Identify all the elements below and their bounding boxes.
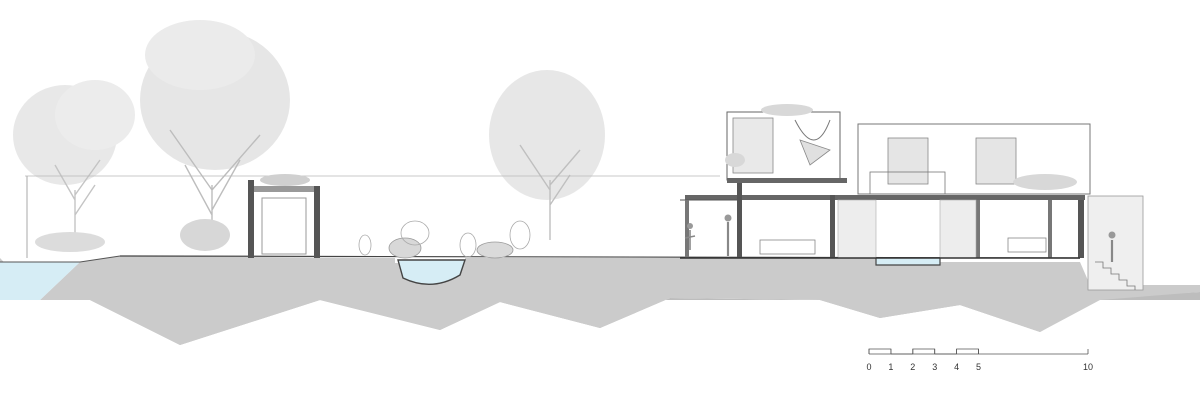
tree-left-2: [140, 20, 290, 250]
ground-fill: [0, 256, 1200, 345]
tree-group-left: [13, 20, 290, 252]
scale-bar-label: 5: [976, 362, 981, 372]
scale-bar-segment: [912, 348, 936, 354]
house-section: [680, 104, 1144, 291]
scale-bar-label: 3: [932, 362, 937, 372]
scale-bar: 0 1 2 3 4 5 10: [866, 348, 1093, 372]
scale-bar-label: 4: [954, 362, 959, 372]
garden-plants: [358, 220, 531, 259]
tree-left-1: [13, 80, 135, 250]
pond-water: [397, 259, 466, 285]
garden-pavilion: [248, 174, 320, 258]
scale-bar-label: 1: [888, 362, 893, 372]
tree-middle: [489, 70, 605, 240]
scale-bar-segment: [956, 348, 979, 354]
scale-bar-label: 2: [910, 362, 915, 372]
scale-bar-segment: [868, 348, 892, 354]
scale-bar-label: 10: [1083, 362, 1093, 372]
lake-edge: [0, 255, 121, 263]
lake-water: [0, 262, 80, 300]
scale-bar-label: 0: [866, 362, 871, 372]
shrubs-left: [35, 219, 230, 252]
